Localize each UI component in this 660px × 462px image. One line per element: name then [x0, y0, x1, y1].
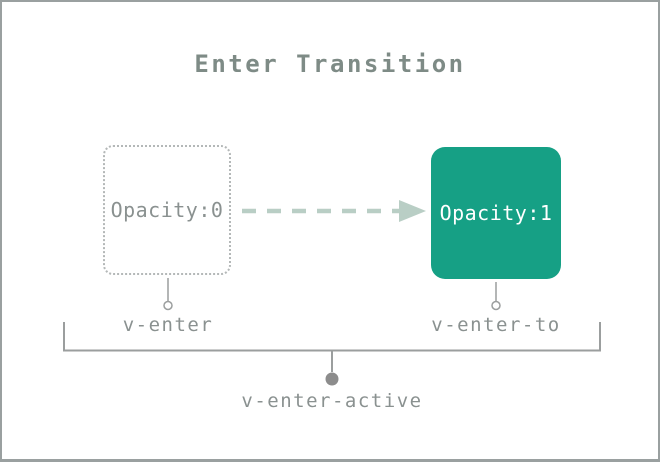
- v-enter-label: v-enter: [122, 314, 214, 336]
- end-state-box: Opacity:1: [431, 147, 561, 279]
- end-state-value: Opacity:1: [439, 201, 553, 225]
- v-enter-to-label: v-enter-to: [431, 314, 561, 336]
- start-state-box: Opacity:0: [103, 145, 231, 275]
- diagram-title: Enter Transition: [194, 50, 466, 78]
- transition-arrow-head-icon: [399, 200, 426, 222]
- active-phase-dot-icon: [325, 372, 339, 386]
- v-enter-connector-circle-icon: [163, 300, 173, 311]
- start-state-value: Opacity:0: [110, 198, 224, 222]
- v-enter-to-connector-circle-icon: [491, 300, 501, 311]
- v-enter-active-label: v-enter-active: [241, 390, 423, 412]
